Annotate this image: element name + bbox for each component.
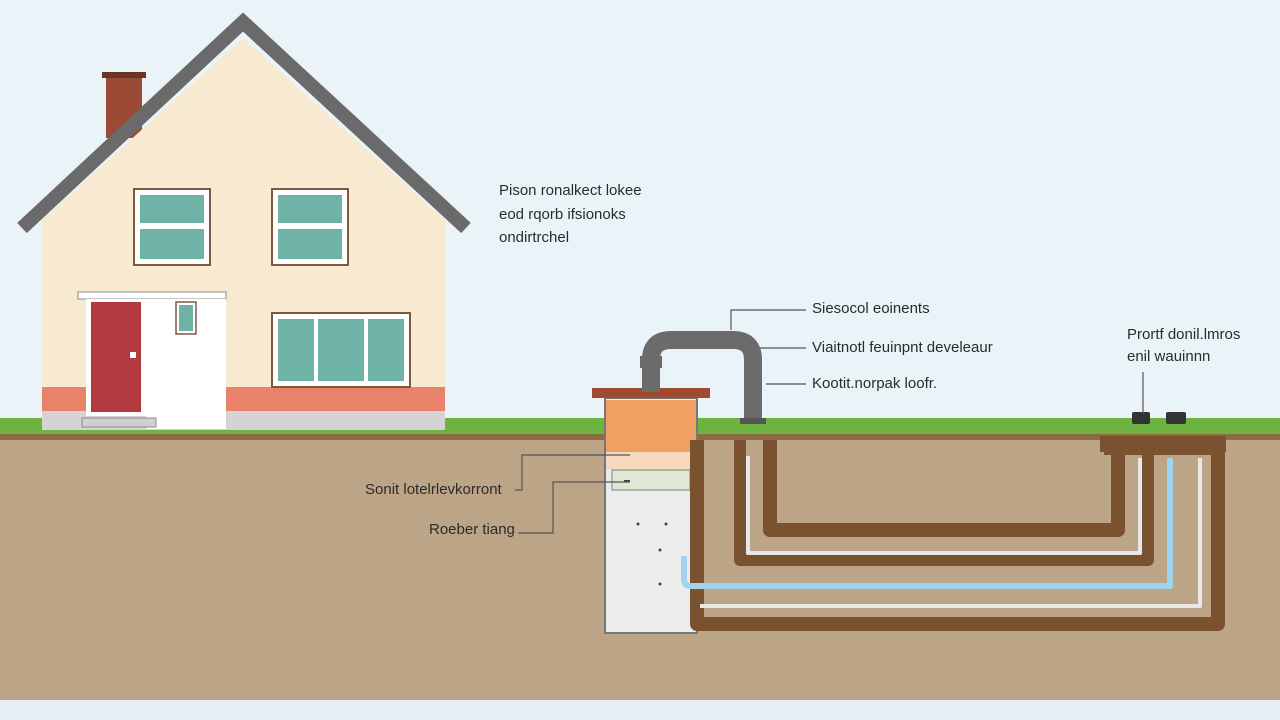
drain-field xyxy=(681,436,1226,631)
house-note-line-2: eod rqorb ifsionoks xyxy=(499,206,626,223)
house-note-line-1: Pison ronalkect lokee xyxy=(499,182,642,199)
tank-scum-layer xyxy=(606,400,696,452)
tank-mid-layer xyxy=(606,452,696,470)
vent-pipe-foot xyxy=(740,418,766,424)
door-step xyxy=(81,417,157,428)
vent-pipe-collar xyxy=(640,356,662,368)
porch-window-glass xyxy=(179,305,193,331)
window-glass xyxy=(278,195,342,223)
window-glass xyxy=(278,229,342,259)
top-right-note-line-2: enil wauinnn xyxy=(1127,348,1211,365)
tank-lid xyxy=(592,388,710,398)
window-glass xyxy=(368,319,404,381)
chimney-cap xyxy=(102,72,146,78)
roof xyxy=(17,12,471,234)
tank-particle xyxy=(636,522,640,526)
callout-vent: Siesocol eoinents xyxy=(812,300,930,317)
window-glass xyxy=(140,229,204,259)
vent-pipe xyxy=(640,331,766,424)
bottom-strip xyxy=(0,700,1280,720)
window-glass xyxy=(318,319,364,381)
tank-divider xyxy=(611,469,691,491)
callout-tank-bottom: Roeber tiang xyxy=(429,521,515,538)
callout-outlet: Kootit.norpak loofr. xyxy=(812,375,938,392)
house xyxy=(17,12,471,430)
vent-pipe-body xyxy=(642,331,762,422)
drain-pipe-white xyxy=(746,456,1142,555)
drain-trench-inner xyxy=(763,440,1125,537)
top-right-note-line-1: Prortf donil.lmros xyxy=(1127,326,1241,343)
drain-pipe-white xyxy=(700,458,1202,608)
effluent-pipe xyxy=(681,458,1173,589)
house-note-line-3: ondirtrchel xyxy=(499,229,570,246)
callout-tank-layer: Sonit lotelrlevkorront xyxy=(365,481,502,498)
window-glass xyxy=(140,195,204,223)
septic-tank xyxy=(592,388,710,634)
tank-particle xyxy=(658,548,662,552)
drain-trench-mid xyxy=(734,440,1154,566)
sensor-box xyxy=(1166,412,1186,424)
door-handle xyxy=(130,352,136,358)
leader-line xyxy=(518,481,630,534)
tank-particle xyxy=(664,522,668,526)
window-glass xyxy=(278,319,314,381)
leader-line xyxy=(515,454,630,491)
sensor-box xyxy=(1132,412,1150,424)
tank-particle xyxy=(658,582,662,586)
tank-particle xyxy=(624,480,630,482)
porch-canopy xyxy=(77,291,227,300)
callout-pipe: Viaitnotl feuinpnt develeaur xyxy=(812,339,993,356)
leader-line xyxy=(730,309,806,330)
leader-lines xyxy=(515,309,1144,534)
